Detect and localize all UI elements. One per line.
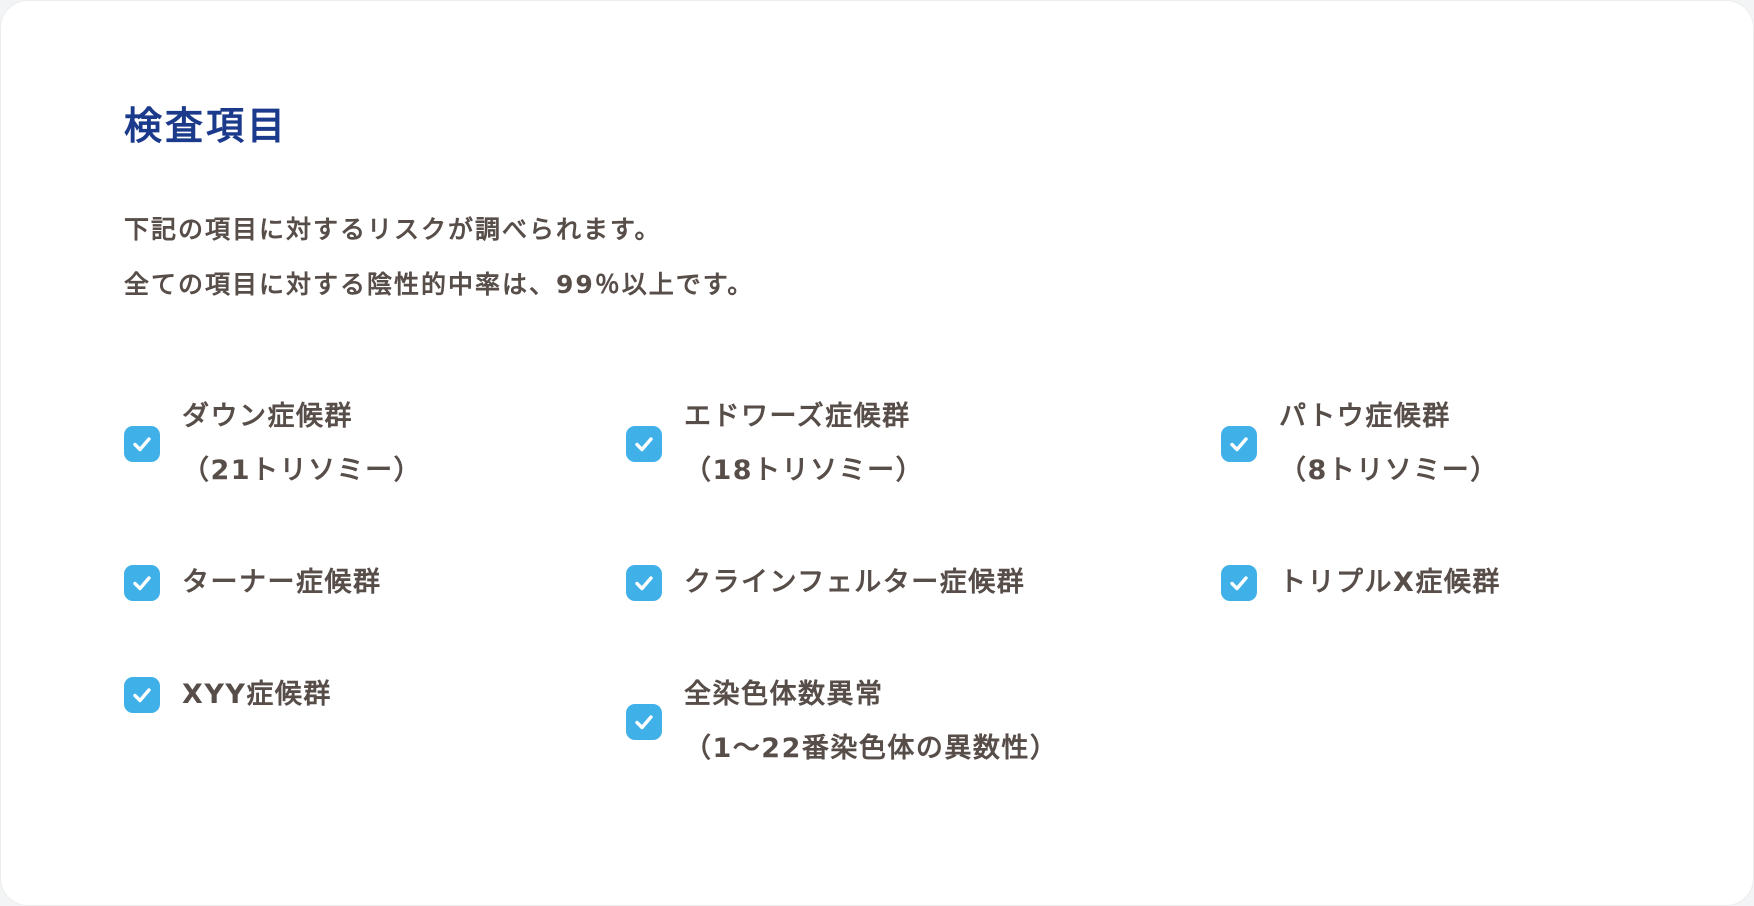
- item-labels: ダウン症候群 （21トリソミー）: [182, 390, 422, 498]
- checkmark-icon: [1230, 437, 1248, 452]
- item-label: エドワーズ症候群: [684, 401, 911, 433]
- checklist-item-down-syndrome: ダウン症候群 （21トリソミー）: [124, 390, 626, 498]
- description-line-1: 下記の項目に対するリスクが調べられます。: [124, 215, 662, 245]
- item-label: パトウ症候群: [1279, 401, 1451, 433]
- checklist-grid: ダウン症候群 （21トリソミー） エドワーズ症候群 （18トリソミー）: [124, 390, 1693, 776]
- item-label: トリプルX症候群: [1279, 567, 1501, 599]
- checkbox-checked-icon[interactable]: [626, 704, 662, 741]
- checkmark-icon: [133, 576, 151, 591]
- checklist-item-patau-syndrome: パトウ症候群 （8トリソミー）: [1221, 390, 1693, 498]
- item-label: XYY症候群: [182, 679, 332, 711]
- section-description: 下記の項目に対するリスクが調べられます。 全ての項目に対する陰性的中率は、99％…: [124, 202, 1693, 312]
- checklist-item-edwards-syndrome: エドワーズ症候群 （18トリソミー）: [626, 390, 1221, 498]
- item-sublabel: （1〜22番染色体の異数性）: [684, 733, 1059, 765]
- checkmark-icon: [133, 437, 151, 452]
- checkmark-icon: [635, 437, 653, 452]
- checklist-item-triple-x-syndrome: トリプルX症候群: [1221, 556, 1693, 610]
- item-labels: パトウ症候群 （8トリソミー）: [1279, 390, 1499, 498]
- item-labels: トリプルX症候群: [1279, 556, 1501, 610]
- checkbox-checked-icon[interactable]: [124, 565, 160, 602]
- checkbox-checked-icon[interactable]: [626, 565, 662, 602]
- item-label: ターナー症候群: [182, 567, 382, 599]
- item-sublabel: （8トリソミー）: [1279, 455, 1499, 487]
- checklist-item-xyy-syndrome: XYY症候群: [124, 668, 626, 722]
- checklist-item-all-chromosome-aneuploidy: 全染色体数異常 （1〜22番染色体の異数性）: [626, 668, 1221, 776]
- item-label: 全染色体数異常: [684, 679, 884, 711]
- checklist-item-klinefelter-syndrome: クラインフェルター症候群: [626, 556, 1221, 610]
- item-labels: エドワーズ症候群 （18トリソミー）: [684, 390, 924, 498]
- checkbox-checked-icon[interactable]: [1221, 426, 1257, 463]
- item-label: クラインフェルター症候群: [684, 567, 1026, 599]
- checkbox-checked-icon[interactable]: [124, 426, 160, 463]
- checkmark-icon: [635, 715, 653, 730]
- checkbox-checked-icon[interactable]: [626, 426, 662, 463]
- item-label: ダウン症候群: [182, 401, 353, 433]
- checkmark-icon: [635, 576, 653, 591]
- card-content: 検査項目 下記の項目に対するリスクが調べられます。 全ての項目に対する陰性的中率…: [1, 1, 1753, 776]
- checkbox-checked-icon[interactable]: [124, 677, 160, 714]
- item-labels: クラインフェルター症候群: [684, 556, 1025, 610]
- item-labels: ターナー症候群: [182, 556, 382, 610]
- section-title: 検査項目: [124, 104, 289, 149]
- item-sublabel: （21トリソミー）: [182, 455, 423, 487]
- item-labels: 全染色体数異常 （1〜22番染色体の異数性）: [684, 668, 1058, 776]
- checklist-item-turner-syndrome: ターナー症候群: [124, 556, 626, 610]
- item-labels: XYY症候群: [182, 668, 332, 722]
- checkbox-checked-icon[interactable]: [1221, 565, 1257, 602]
- checkmark-icon: [1230, 576, 1248, 591]
- checkmark-icon: [133, 688, 151, 703]
- item-sublabel: （18トリソミー）: [684, 455, 925, 487]
- description-line-2: 全ての項目に対する陰性的中率は、99％以上です。: [124, 270, 755, 300]
